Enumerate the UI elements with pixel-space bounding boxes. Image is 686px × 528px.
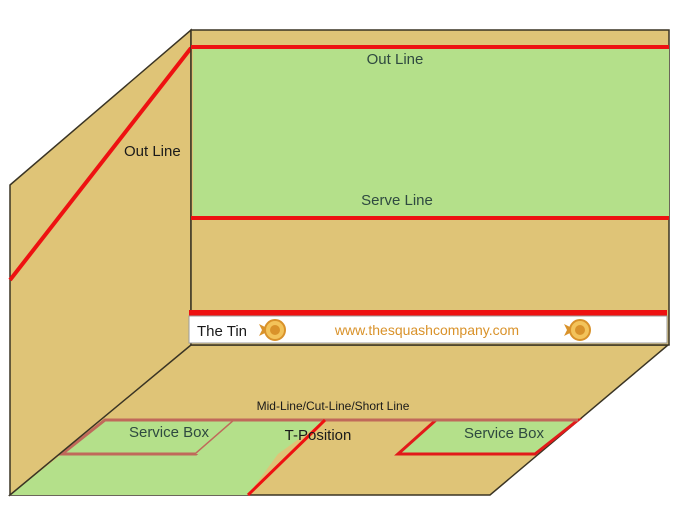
tin-top-strip <box>189 310 667 316</box>
lion-logo-icon <box>564 319 591 341</box>
side-out-line <box>8 46 193 282</box>
service-box-left-label: Service Box <box>129 424 210 441</box>
front-wall-green <box>193 47 669 218</box>
front-out-line-label: Out Line <box>367 51 424 68</box>
t-position-label: T-Position <box>285 427 352 444</box>
short-line-label: Mid-Line/Cut-Line/Short Line <box>257 399 410 413</box>
tin-label: The Tin <box>197 323 247 340</box>
floor-green-left <box>10 454 278 495</box>
serve-line-label: Serve Line <box>361 192 433 209</box>
website-label: www.thesquashcompany.com <box>334 322 519 338</box>
floor-green-mid <box>196 420 325 454</box>
lion-logo-icon <box>259 319 286 341</box>
half-court-line <box>246 418 327 497</box>
side-out-line-label: Out Line <box>124 143 181 160</box>
service-box-right-label: Service Box <box>464 425 545 442</box>
